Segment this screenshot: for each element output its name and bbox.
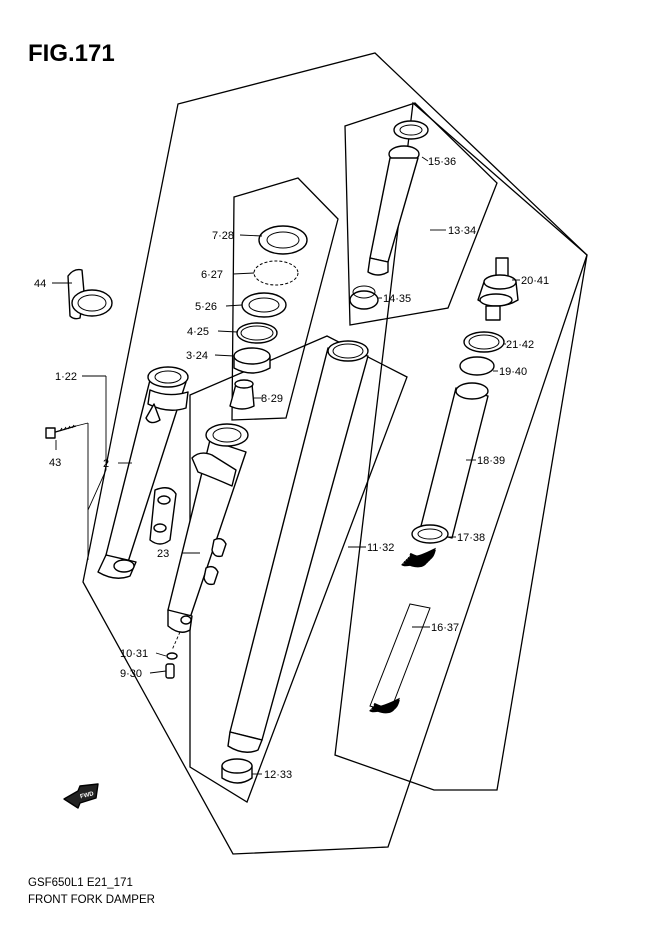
fwd-arrow-icon: FWD: [63, 783, 99, 809]
callout-20-41: 20·41: [521, 275, 549, 287]
callout-7-28: 7·28: [212, 230, 234, 242]
callout-1-22: 1·22: [55, 371, 77, 383]
inner-tube-11: [227, 340, 369, 753]
callout-11-32: 11·32: [367, 542, 394, 554]
callout-12-33: 12·33: [264, 769, 292, 781]
assembly-frame-rod: [344, 102, 498, 326]
callout-4-25: 4·25: [187, 326, 209, 338]
assembly-frame-inner-tube: [189, 335, 408, 803]
callout-44: 44: [34, 278, 46, 290]
callout-15-36: 15·36: [428, 156, 456, 168]
callout-5-26: 5·26: [195, 301, 217, 313]
callout-19-40: 19·40: [499, 366, 527, 378]
bolt-9-washer-10: [165, 631, 181, 679]
callout-9-30: 9·30: [120, 668, 142, 680]
callout-13-34: 13·34: [448, 225, 476, 237]
outer-tube-23: [167, 423, 249, 633]
callout-18-39: 18·39: [477, 455, 505, 467]
callout-8-29: 8·29: [261, 393, 283, 405]
footer-model-code: GSF650L1 E21_171: [28, 877, 133, 889]
callout-10-31: 10·31: [120, 648, 148, 660]
callout-2: 2: [103, 458, 109, 470]
leader-lines: [52, 156, 520, 775]
oil-seal-stack: [229, 225, 308, 410]
callout-3-24: 3·24: [186, 350, 208, 362]
spring-seat-17: [411, 524, 449, 544]
cartridge-cap-20: [459, 257, 519, 376]
fwd-arrow-label: FWD: [80, 791, 95, 800]
bushing-12: [221, 758, 253, 784]
callout-23: 23: [157, 548, 169, 560]
cylinder-18: [419, 382, 489, 539]
callout-17-38: 17·38: [457, 532, 485, 544]
callout-labels: 44 7·28 6·27 5·26 4·25 3·24 1·22 8·29 2 …: [34, 156, 549, 781]
callout-43: 43: [49, 457, 61, 469]
callout-21-42: 21·42: [506, 339, 534, 351]
figure-title: FIG.171: [28, 40, 115, 67]
fork-guard-44: [67, 268, 113, 320]
damper-rod-13: [349, 120, 429, 310]
assembly-frame-seals: [231, 177, 339, 421]
bolt-43: [45, 424, 77, 439]
callout-14-35: 14·35: [383, 293, 411, 305]
assembly-frame-outer: [82, 52, 588, 855]
footer-figure-name: FRONT FORK DAMPER: [28, 894, 155, 906]
spring-16: [369, 547, 436, 714]
assembly-frame-cylinder: [334, 101, 588, 791]
callout-16-37: 16·37: [431, 622, 459, 634]
outer-tube-2: [97, 366, 189, 579]
callout-6-27: 6·27: [201, 269, 223, 281]
